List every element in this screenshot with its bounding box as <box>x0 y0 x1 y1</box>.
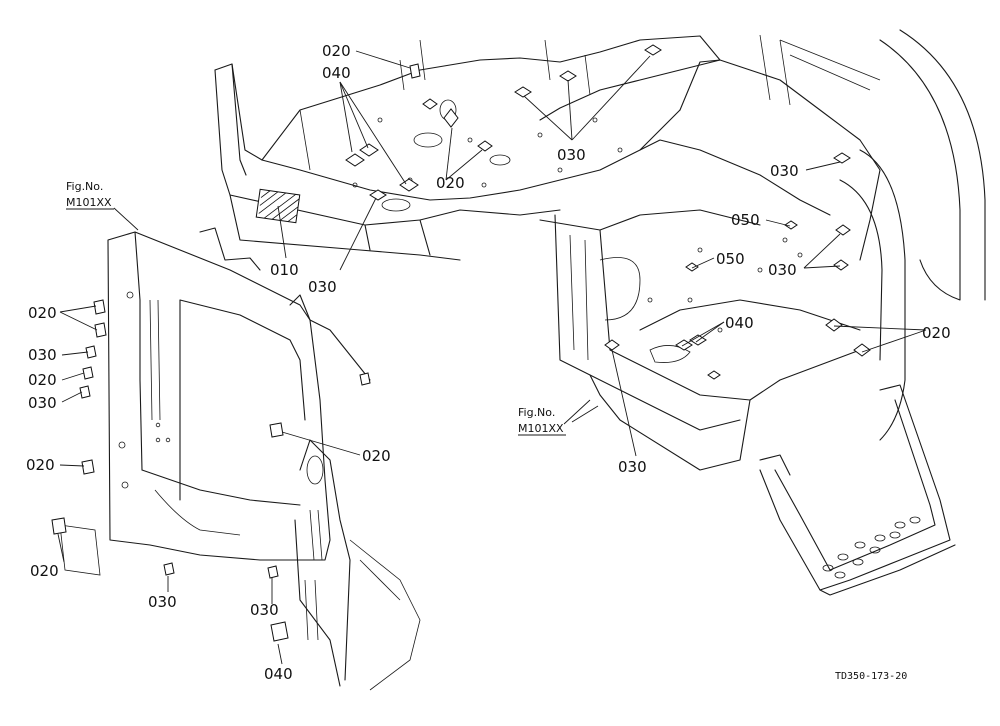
callout-label: 040 <box>322 64 351 82</box>
figure-reference-center: Fig.No. M101XX <box>518 406 566 436</box>
rear-fender-arch <box>759 29 986 441</box>
callout-label: 030 <box>618 458 647 476</box>
left-side-panel <box>59 227 421 691</box>
callout-label: 030 <box>28 394 57 412</box>
figure-reference-left: Fig.No. M101XX <box>66 180 114 210</box>
fig-ref-line1: Fig.No. <box>66 180 103 193</box>
fig-ref-line2: M101XX <box>66 196 112 209</box>
right-floor-fender <box>539 59 881 471</box>
callout-label: 040 <box>725 314 754 332</box>
callout-label: 030 <box>770 162 799 180</box>
callout-label: 020 <box>28 304 57 322</box>
fig-ref-line1: Fig.No. <box>518 406 555 419</box>
floor-platform <box>214 35 721 261</box>
callout-label: 020 <box>436 174 465 192</box>
callout-label: 020 <box>322 42 351 60</box>
callout-label: 020 <box>26 456 55 474</box>
callout-label: 050 <box>731 211 760 229</box>
callout-label: 030 <box>557 146 586 164</box>
decal-marks <box>51 44 871 642</box>
callout-label: 020 <box>922 324 951 342</box>
leader-lines <box>57 50 927 665</box>
fig-ref-line2: M101XX <box>518 422 564 435</box>
callout-label: 050 <box>716 250 745 268</box>
step-ladder <box>759 384 956 596</box>
callout-label: 010 <box>270 261 299 279</box>
callout-label: 030 <box>250 601 279 619</box>
callout-label: 030 <box>148 593 177 611</box>
callout-label: 030 <box>28 346 57 364</box>
callout-label: 040 <box>264 665 293 683</box>
callout-label: 020 <box>28 371 57 389</box>
callout-labels: 020 040 020 030 030 010 030 030 050 050 … <box>26 42 951 683</box>
callout-label: 020 <box>362 447 391 465</box>
drawing-code: TD350-173-20 <box>835 671 907 682</box>
callout-label: 030 <box>768 261 797 279</box>
callout-label: 030 <box>308 278 337 296</box>
callout-label: 020 <box>30 562 59 580</box>
